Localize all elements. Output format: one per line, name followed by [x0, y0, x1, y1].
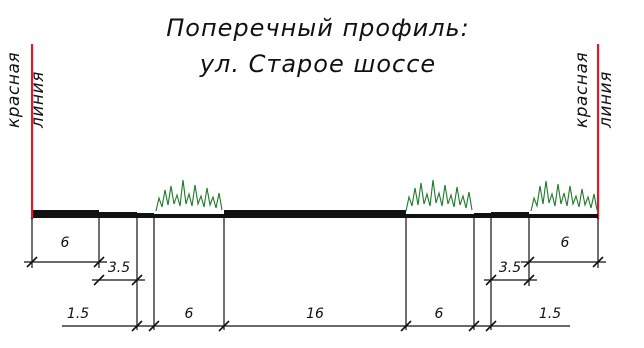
dim-right-buffer: 1.5 [539, 306, 561, 322]
left-grass-icon [155, 179, 223, 212]
ground-profile [33, 210, 598, 218]
right-sidewalk-surface [529, 214, 598, 218]
right-red-line-label-1: красная [572, 52, 592, 128]
left-buffer-surface [137, 213, 154, 218]
carriageway-surface [224, 210, 406, 218]
left-red-line-label-1: красная [4, 52, 24, 128]
extension-lines [31, 218, 599, 330]
dim-left-green: 6 [185, 306, 194, 322]
title-line-1: Поперечный профиль: [166, 14, 470, 42]
right-grass-left-icon [405, 179, 473, 212]
dim-right-sidewalk: 6 [561, 235, 570, 251]
left-green-strip-surface [154, 214, 224, 218]
dim-left-buffer: 1.5 [67, 306, 89, 322]
dim-carriageway: 16 [306, 306, 324, 322]
right-red-line-label-2: линия [596, 71, 616, 129]
dim-right-bike: 3.5 [499, 260, 521, 276]
dimension-ticks [26, 256, 604, 332]
left-bike-lane-surface [99, 212, 137, 218]
left-sidewalk-surface [33, 210, 99, 218]
dim-left-bike: 3.5 [108, 260, 130, 276]
right-bike-lane-surface [491, 212, 529, 218]
right-buffer-surface [474, 213, 491, 218]
dim-left-sidewalk: 6 [61, 235, 70, 251]
title-line-2: ул. Старое шоссе [199, 50, 436, 78]
right-grass-right-icon [530, 180, 598, 212]
dim-right-green: 6 [435, 306, 444, 322]
dimension-lines [24, 261, 606, 327]
right-green-strip-surface [406, 214, 474, 218]
